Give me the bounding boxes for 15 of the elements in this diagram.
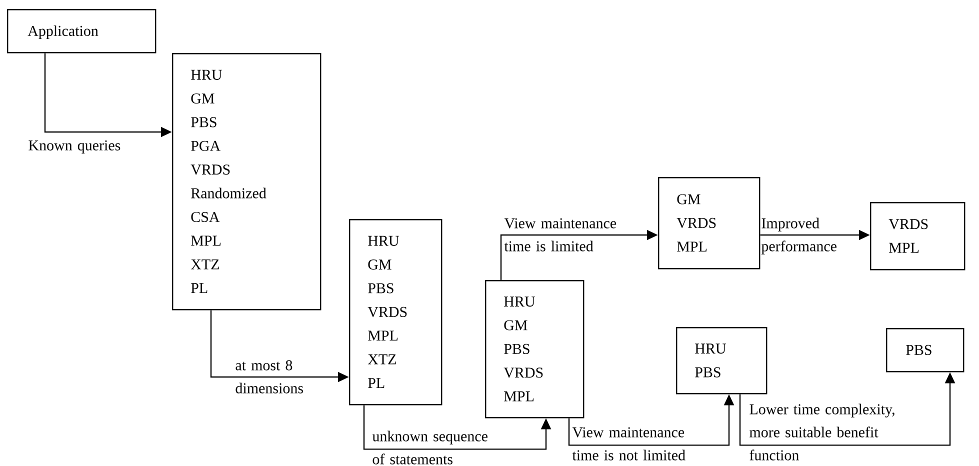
edge-label: at most 8 dimensions: [236, 360, 303, 394]
edge-label: View maintenance time is limited: [504, 218, 616, 252]
list-box: Application: [7, 9, 156, 54]
list-box: HRU GM PBS PGA VRDS Randomized CSA MPL XTZ PL: [172, 53, 322, 310]
list-box: HRU GM PBS VRDS MPL XTZ PL: [349, 219, 442, 406]
edge-label: Lower time complexity, more suitable benefit function: [750, 404, 894, 460]
list-box: VRDS MPL: [870, 202, 966, 270]
edge-label: View maintenance time is not limited: [572, 427, 686, 460]
edge-label: Known queries: [28, 140, 120, 154]
list-box: HRU GM PBS VRDS MPL: [485, 280, 584, 418]
list-box: HRU PBS: [676, 327, 768, 394]
edge-label: unknown sequence of statements: [372, 430, 488, 464]
list-box: GM VRDS MPL: [658, 177, 760, 270]
edge-label: Improved performance: [761, 218, 836, 254]
list-box: PBS: [886, 328, 964, 372]
